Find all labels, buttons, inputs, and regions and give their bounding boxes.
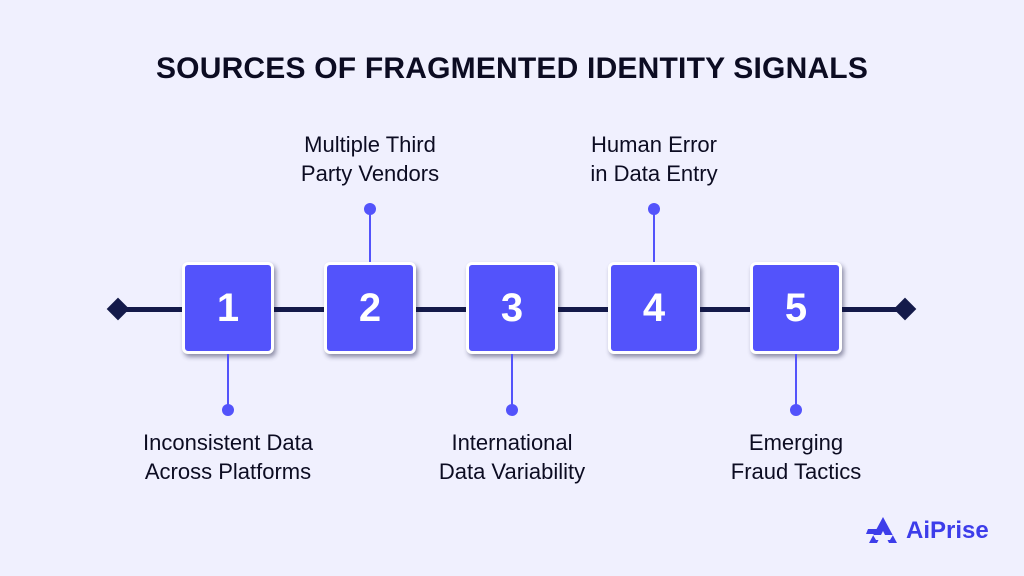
page-title: SOURCES OF FRAGMENTED IDENTITY SIGNALS [155, 52, 869, 85]
step-3-box: 3 [466, 262, 558, 354]
step-1-label-line-1: Inconsistent Data [143, 430, 313, 455]
step-5-connector [795, 354, 797, 410]
step-2-box: 2 [324, 262, 416, 354]
step-1-connector [227, 354, 229, 410]
step-1-label-line-2: Across Platforms [144, 459, 312, 484]
step-4-connector [653, 210, 655, 262]
step-2-connector [369, 210, 371, 262]
step-5-label-line-2: Fraud Tactics [730, 459, 862, 484]
step-3-label-line-1: International [451, 430, 573, 455]
step-2-label-line-1: Multiple Third [304, 132, 436, 157]
step-1-box: 1 [182, 262, 274, 354]
step-3-connector [511, 354, 513, 410]
step-1-dot [222, 404, 234, 416]
step-2-dot [364, 203, 376, 215]
step-4-box: 4 [608, 262, 700, 354]
step-1-label: Inconsistent Data Across Platforms [108, 428, 348, 486]
timeline-start-diamond [106, 297, 130, 321]
step-4-dot [648, 203, 660, 215]
step-4-label-line-2: in Data Entry [590, 161, 718, 186]
step-4-label-line-1: Human Error [591, 132, 717, 157]
step-5-dot [790, 404, 802, 416]
brand-logo: AiPrise [866, 515, 989, 547]
brand-name: AiPrise [906, 517, 989, 544]
step-4-label: Human Error in Data Entry [534, 130, 774, 188]
step-5-label-line-1: Emerging [748, 430, 844, 455]
step-3-label-line-2: Data Variability [438, 459, 586, 484]
step-3-dot [506, 404, 518, 416]
step-3-label: International Data Variability [392, 428, 632, 486]
aiprise-logo-icon [866, 517, 897, 543]
step-2-label: Multiple Third Party Vendors [250, 130, 490, 188]
step-2-label-line-2: Party Vendors [300, 161, 440, 186]
timeline-end-diamond [893, 297, 917, 321]
step-5-label: Emerging Fraud Tactics [676, 428, 916, 486]
step-5-box: 5 [750, 262, 842, 354]
